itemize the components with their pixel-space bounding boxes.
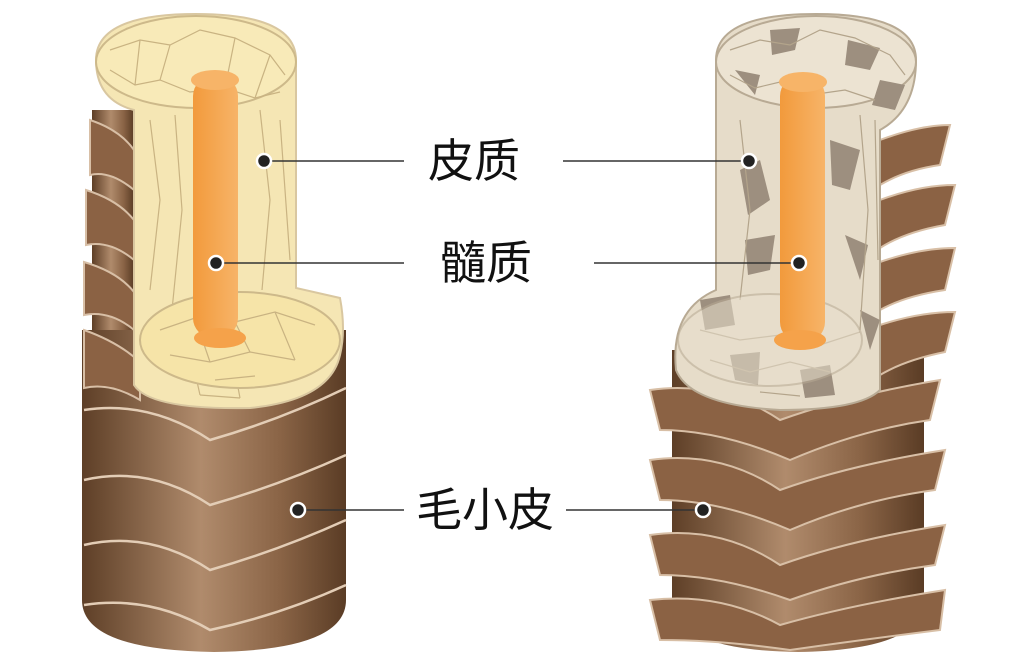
- right-medulla: [780, 76, 825, 342]
- leader-lines: [216, 160, 799, 511]
- damaged-hair-shaft-icon: [648, 12, 957, 652]
- medulla-dot-right: [790, 254, 808, 272]
- right-lower-face: [677, 293, 863, 387]
- healthy-hair-shaft-icon: [82, 12, 347, 652]
- label-cuticle: 毛小皮: [416, 483, 554, 537]
- left-cuticle-scales: [83, 386, 347, 632]
- label-medulla: 髓质: [440, 236, 532, 290]
- right-upper-scales: [879, 123, 957, 377]
- cortex-dot-left: [255, 152, 273, 170]
- label-cortex: 皮质: [428, 134, 520, 188]
- cuticle-dot-left: [289, 501, 307, 519]
- left-shaft-body: [82, 330, 346, 652]
- cuticle-dot-right: [694, 501, 712, 519]
- cortex-dot-right: [740, 152, 758, 170]
- pointer-dots: [207, 152, 808, 519]
- left-medulla: [193, 76, 238, 338]
- medulla-dot-left: [207, 254, 225, 272]
